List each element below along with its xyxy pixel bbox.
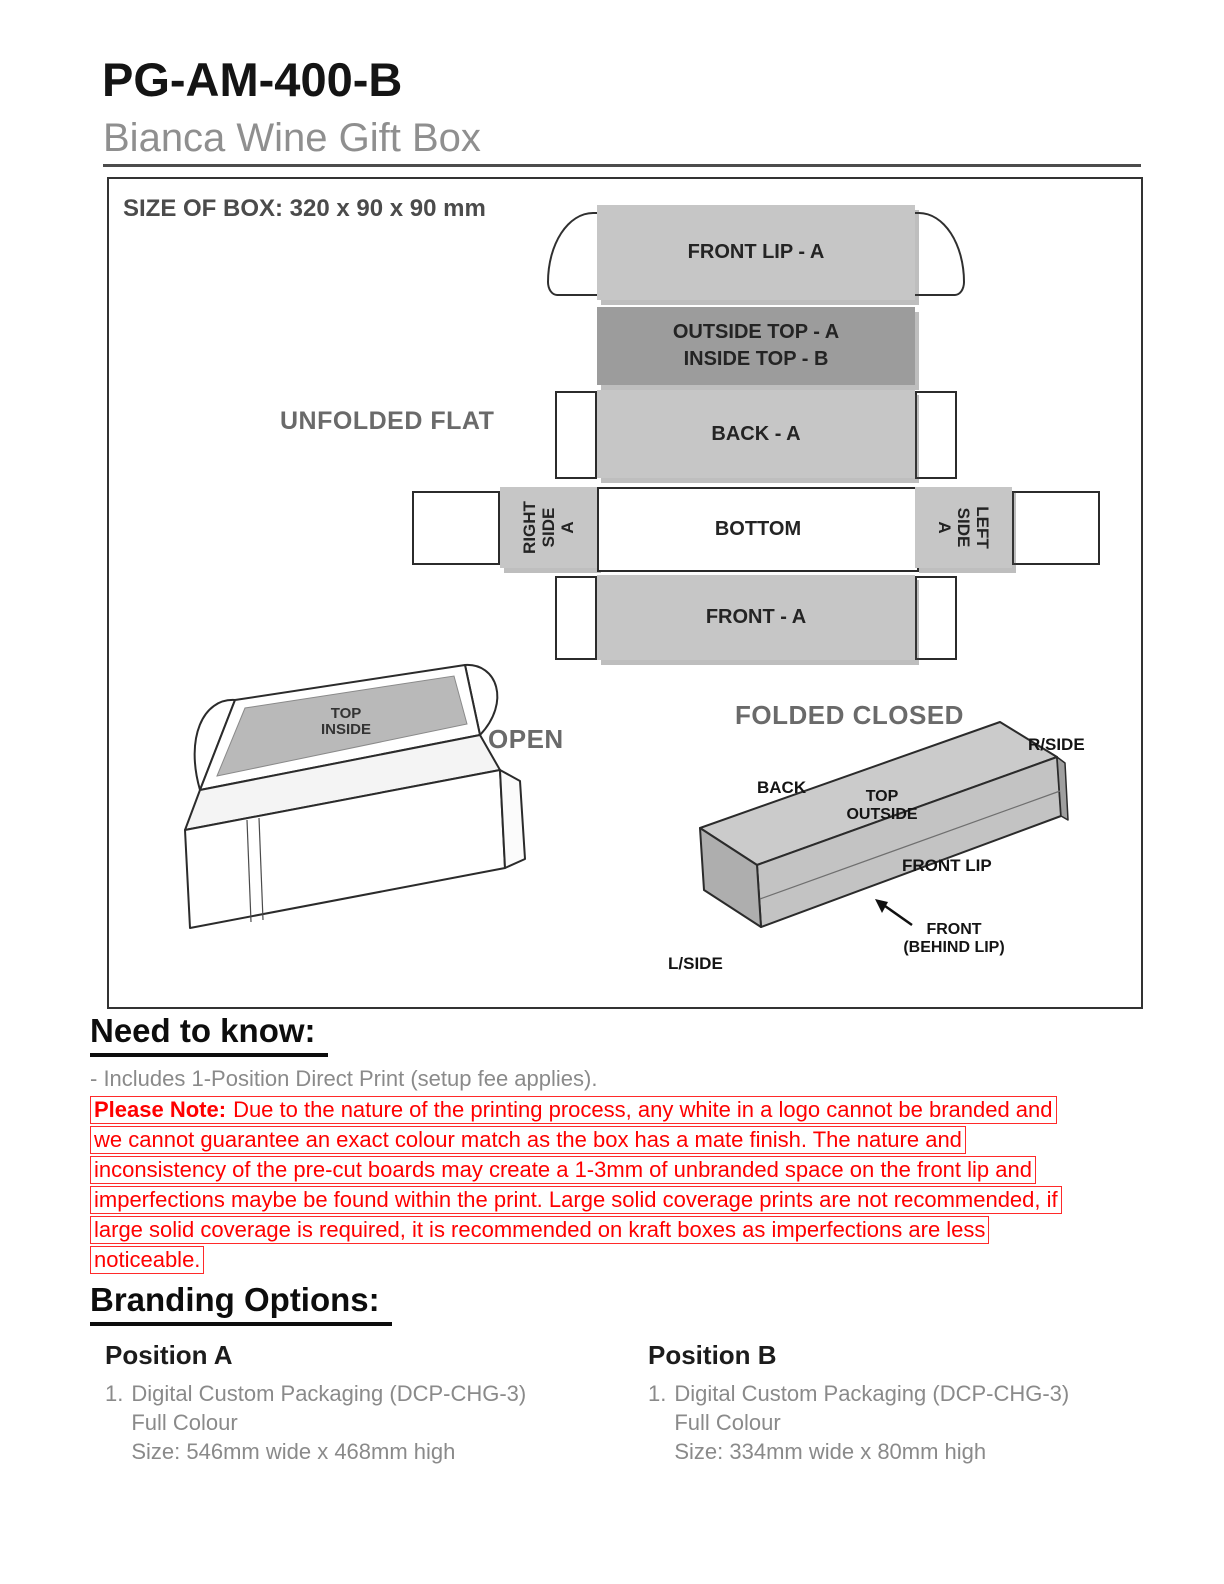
- includes-line: - Includes 1-Position Direct Print (setu…: [90, 1066, 598, 1091]
- note-line: noticeable.: [90, 1246, 205, 1274]
- panel-bottom-label: BOTTOM: [714, 518, 802, 540]
- front-behind-lip-label: FRONT (BEHIND LIP): [903, 921, 1005, 956]
- panel-outside-top-label: OUTSIDE TOP - A INSIDE TOP - B: [672, 321, 840, 370]
- position-a-line1: Digital Custom Packaging (DCP-CHG-3): [131, 1381, 527, 1406]
- right-extension-flap: [1012, 491, 1100, 565]
- front-left-tab: [555, 576, 597, 660]
- panel-front-lip: FRONT LIP - A: [597, 205, 915, 300]
- page-title: PG-AM-400-B: [102, 53, 403, 106]
- front-lip-right-flap: [913, 212, 965, 296]
- top-outside-label: TOP OUTSIDE: [846, 788, 918, 823]
- page-subtitle: Bianca Wine Gift Box: [103, 116, 481, 160]
- unfolded-flat-label: UNFOLDED FLAT: [280, 407, 495, 435]
- position-a-item: 1. Digital Custom Packaging (DCP-CHG-3) …: [105, 1379, 625, 1466]
- position-b-line2: Full Colour: [674, 1410, 781, 1435]
- note-line: inconsistency of the pre-cut boards may …: [90, 1156, 1036, 1184]
- position-b-line1: Digital Custom Packaging (DCP-CHG-3): [674, 1381, 1070, 1406]
- note-line-text: Due to the nature of the printing proces…: [233, 1097, 1053, 1122]
- panel-front-lip-label: FRONT LIP - A: [687, 241, 825, 263]
- panel-right-side-label: RIGHT SIDE A: [519, 501, 577, 554]
- left-extension-flap: [412, 491, 500, 565]
- position-b-item-number: 1.: [648, 1381, 667, 1406]
- lside-label: L/SIDE: [668, 954, 723, 973]
- please-note-label: Please Note:: [94, 1097, 227, 1122]
- size-of-box-label: SIZE OF BOX: 320 x 90 x 90 mm: [123, 195, 486, 222]
- panel-bottom: BOTTOM: [597, 487, 919, 572]
- back-left-tab: [555, 391, 597, 479]
- top-inside-label: TOP INSIDE: [320, 705, 371, 738]
- panel-left-side-label: LEFT SIDE A: [935, 506, 992, 549]
- position-b-section: Position B 1. Digital Custom Packaging (…: [648, 1340, 1168, 1466]
- position-b-title: Position B: [648, 1340, 777, 1370]
- need-to-know-heading: Need to know:: [90, 1012, 328, 1057]
- front-lip-left-flap: [547, 212, 599, 296]
- back-right-tab: [915, 391, 957, 479]
- position-a-line2: Full Colour: [131, 1410, 238, 1435]
- position-b-item-lines: Digital Custom Packaging (DCP-CHG-3) Ful…: [674, 1379, 1069, 1466]
- rside-label: R/SIDE: [1028, 735, 1085, 754]
- note-line: we cannot guarantee an exact colour matc…: [90, 1126, 966, 1154]
- panel-back: BACK - A: [597, 390, 915, 478]
- open-label: OPEN: [488, 724, 564, 754]
- panel-back-label: BACK - A: [711, 422, 801, 445]
- panel-front: FRONT - A: [597, 575, 915, 660]
- note-line: large solid coverage is required, it is …: [90, 1216, 990, 1244]
- folded-closed-label: FOLDED CLOSED: [735, 700, 964, 730]
- panel-left-side: LEFT SIDE A: [915, 487, 1012, 568]
- note-line: Please Note:Due to the nature of the pri…: [90, 1096, 1057, 1124]
- position-b-item: 1. Digital Custom Packaging (DCP-CHG-3) …: [648, 1379, 1168, 1466]
- note-line: imperfections maybe be found within the …: [90, 1186, 1062, 1214]
- position-a-section: Position A 1. Digital Custom Packaging (…: [105, 1340, 625, 1466]
- diagram-frame: SIZE OF BOX: 320 x 90 x 90 mm UNFOLDED F…: [107, 177, 1143, 1009]
- back-label: BACK: [757, 778, 807, 797]
- position-a-item-number: 1.: [105, 1381, 124, 1406]
- panel-front-label: FRONT - A: [705, 606, 807, 628]
- open-box-drawing: [184, 663, 526, 929]
- position-a-line3: Size: 546mm wide x 468mm high: [131, 1439, 456, 1464]
- position-a-title: Position A: [105, 1340, 233, 1370]
- position-a-item-lines: Digital Custom Packaging (DCP-CHG-3) Ful…: [131, 1379, 526, 1466]
- please-note-paragraph: Please Note:Due to the nature of the pri…: [90, 1096, 1062, 1276]
- folded-closed-drawing: [699, 721, 1069, 928]
- position-b-line3: Size: 334mm wide x 80mm high: [674, 1439, 987, 1464]
- header-divider: [103, 164, 1141, 167]
- branding-options-heading: Branding Options:: [90, 1281, 392, 1326]
- panel-outside-top: OUTSIDE TOP - A INSIDE TOP - B: [597, 307, 915, 385]
- panel-right-side: RIGHT SIDE A: [500, 487, 597, 568]
- front-lip-callout-label: FRONT LIP: [902, 856, 992, 875]
- front-right-tab: [915, 576, 957, 660]
